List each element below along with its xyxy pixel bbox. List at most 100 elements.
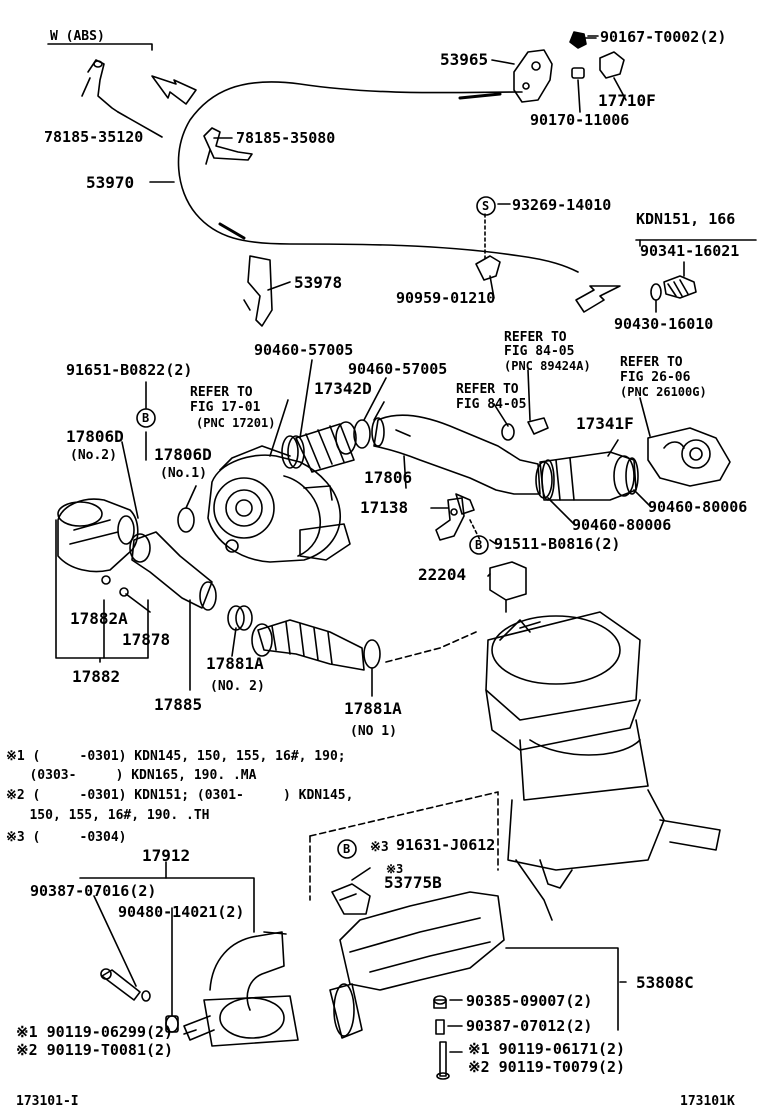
label-refer-17-01-l1: REFER TO [190,385,253,400]
label-refer-26-06-l1: REFER TO [620,355,683,370]
circle-b-mark-1 [136,408,156,428]
duct-53808c [329,891,505,1039]
clamp-90460-57005-b [353,419,371,449]
label-note-mark-3-small: ※3 [386,862,404,876]
label-17882: 17882 [72,667,121,686]
clamp-17806d-no2 [117,515,135,545]
label-22204: 22204 [418,565,467,584]
label-90387-07012: 90387-07012(2) [466,1017,593,1035]
label-17710f: 17710F [598,91,656,110]
label-91511-b0816: 91511-B0816(2) [494,535,621,553]
label-90119-t0079: ※2 90119-T0079(2) [468,1058,626,1076]
label-90959-01210: 90959-01210 [396,289,496,307]
label-refer-17-01-l2: FIG 17-01 [190,400,261,415]
figure-code-left: 173101-I [16,1094,79,1109]
label-91651-b0822: 91651-B0822(2) [66,361,193,379]
label-17806d-no1: 17806D [154,445,212,464]
nut-90170 [571,67,585,79]
clamp-90460-80006-b [541,459,555,501]
label-note-mark-3: ※3 [370,840,389,855]
circle-s-letter: S [482,199,490,213]
label-91631-j0612: 91631-J0612 [396,836,496,854]
sensor-89424a [527,417,549,435]
label-no2-a: (No.2) [70,448,117,463]
collar-90387-07012 [435,1019,445,1035]
label-90430-16010: 90430-16010 [614,315,714,333]
label-17881a-no1: 17881A [344,699,402,718]
hose-17885 [129,531,217,611]
direction-arrow-right [575,285,621,313]
elbow-17882 [57,498,139,597]
nut-90167 [569,31,587,49]
label-17341f: 17341F [576,414,634,433]
note-2-line-1: ※2 ( -0301) KDN151; (0301- ) KDN145, [6,788,354,803]
label-53775b: 53775B [384,873,442,892]
label-refer-84-05a-l1: REFER TO [504,330,567,345]
label-17882a: 17882A [70,609,128,628]
clamp-90460-80006-a [625,457,639,495]
label-78185-35120: 78185-35120 [44,128,144,146]
circle-s-mark [476,196,496,216]
direction-arrow-top [151,75,197,105]
air-cleaner [485,611,721,921]
bracket-53978 [243,255,273,327]
label-90341-16021: 90341-16021 [640,242,740,260]
nut-90385 [433,995,447,1009]
label-90387-07016: 90387-07016(2) [30,882,157,900]
clamp-90460-57005-a [281,435,299,469]
label-refer-84-05a-l2: FIG 84-05 [504,344,575,359]
screw-90341 [663,275,697,299]
label-kdn151-166: KDN151, 166 [636,210,736,228]
sensor-22204 [489,561,527,613]
bracket-53775b [331,883,371,915]
label-90460-80006-b: 90460-80006 [572,516,672,534]
label-90460-57005-b: 90460-57005 [348,360,448,378]
label-17881a-no2: 17881A [206,654,264,673]
sensor-bracket-left [81,59,119,113]
label-no1-a: (No.1) [160,466,207,481]
label-90167-t0002: 90167-T0002(2) [600,28,727,46]
label-93269-14010: 93269-14010 [512,196,612,214]
bracket-17138 [435,497,465,541]
hose-17881a [251,619,381,671]
bracket-53965 [513,49,553,103]
label-53970: 53970 [86,173,135,192]
leader-lines [55,35,685,1053]
dashed-outline [309,791,499,871]
note-1-line-1: ※1 ( -0301) KDN145, 150, 155, 16#, 190; [6,749,346,764]
label-17806d-no2: 17806D [66,427,124,446]
abs-bracket-line [47,43,153,51]
label-no1-b: (NO 1) [350,724,397,739]
label-90460-80006-a: 90460-80006 [648,498,748,516]
label-17342d: 17342D [314,379,372,398]
label-90460-57005-a: 90460-57005 [254,341,354,359]
label-90385-09007: 90385-09007(2) [466,992,593,1010]
label-90170-11006: 90170-11006 [530,111,630,129]
label-refer-84-05b-l2: FIG 84-05 [456,397,527,412]
hose-17341f [535,451,637,501]
label-17138: 17138 [360,498,409,517]
label-refer-17-01-l3: (PNC 17201) [196,416,276,430]
label-refer-26-06-l2: FIG 26-06 [620,370,691,385]
figure-code-right: 173101K [680,1094,735,1109]
hose-17342d [287,421,357,473]
intake-connector [647,427,731,487]
elbow-17912 [183,931,299,1047]
note-2-line-2: 150, 155, 16#, 190. .TH [6,808,210,823]
label-53978: 53978 [294,273,343,292]
label-90119-06299: ※1 90119-06299(2) [16,1023,174,1041]
cable-53970 [177,81,579,273]
circle-b-letter-2: B [475,538,483,552]
circle-b-letter-1: B [142,411,150,425]
label-17912: 17912 [142,846,191,865]
label-53808c: 53808C [636,973,694,992]
gasket-90430 [650,283,662,301]
clip-90959 [475,255,501,281]
turbocharger [207,445,351,563]
label-53965: 53965 [440,50,489,69]
pipe-17806 [371,414,541,515]
clamp-17806d-no1 [177,507,195,533]
circle-b-mark-3 [337,839,357,859]
